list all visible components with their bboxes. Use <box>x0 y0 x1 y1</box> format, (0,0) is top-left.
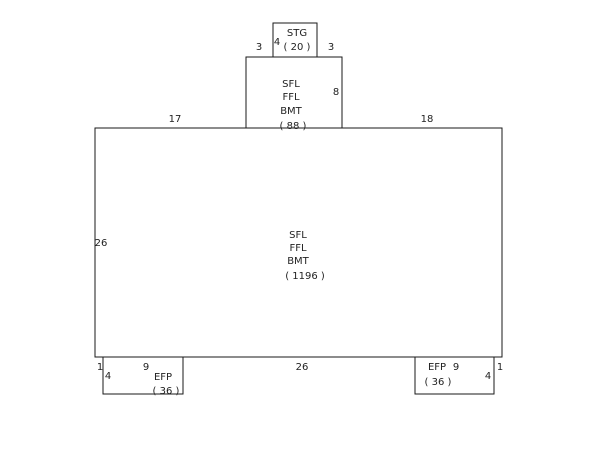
upper-area-label-1: SFL <box>282 79 300 90</box>
dim-efp-left-depth: 4 <box>105 371 111 382</box>
dim-efp-right-depth: 4 <box>485 371 491 382</box>
dim-main-top-left: 17 <box>169 114 182 125</box>
stg-size: ( 20 ) <box>284 42 311 53</box>
stg-label: STG <box>287 28 307 39</box>
dim-main-left: 26 <box>95 238 108 249</box>
upper-area-label-2: FFL <box>282 92 300 103</box>
dim-efp-right-edge: 1 <box>497 362 503 373</box>
dim-stg-side-left: 3 <box>256 42 262 53</box>
upper-area-size: ( 88 ) <box>280 121 307 132</box>
stg-outline <box>272 22 318 58</box>
dim-stg-left: 4 <box>274 37 280 48</box>
dim-efp-left-edge: 1 <box>97 362 103 373</box>
dim-main-top-right: 18 <box>421 114 434 125</box>
upper-area-label-3: BMT <box>280 106 302 117</box>
efp-left-size: ( 36 ) <box>153 386 180 397</box>
main-area-label-2: FFL <box>289 243 307 254</box>
dim-stg-side-right: 3 <box>328 42 334 53</box>
efp-right-label: EFP <box>428 362 446 373</box>
efp-right-outline <box>414 356 495 395</box>
dim-efp-left-width: 9 <box>143 362 149 373</box>
efp-right-size: ( 36 ) <box>425 377 452 388</box>
dim-main-bottom: 26 <box>296 362 309 373</box>
efp-left-label: EFP <box>154 372 172 383</box>
dim-upper-right: 8 <box>333 87 339 98</box>
main-area-label-1: SFL <box>289 230 307 241</box>
dim-efp-right-width: 9 <box>453 362 459 373</box>
main-area-size: ( 1196 ) <box>285 271 325 282</box>
main-area-label-3: BMT <box>287 256 309 267</box>
efp-left-outline <box>102 356 184 395</box>
